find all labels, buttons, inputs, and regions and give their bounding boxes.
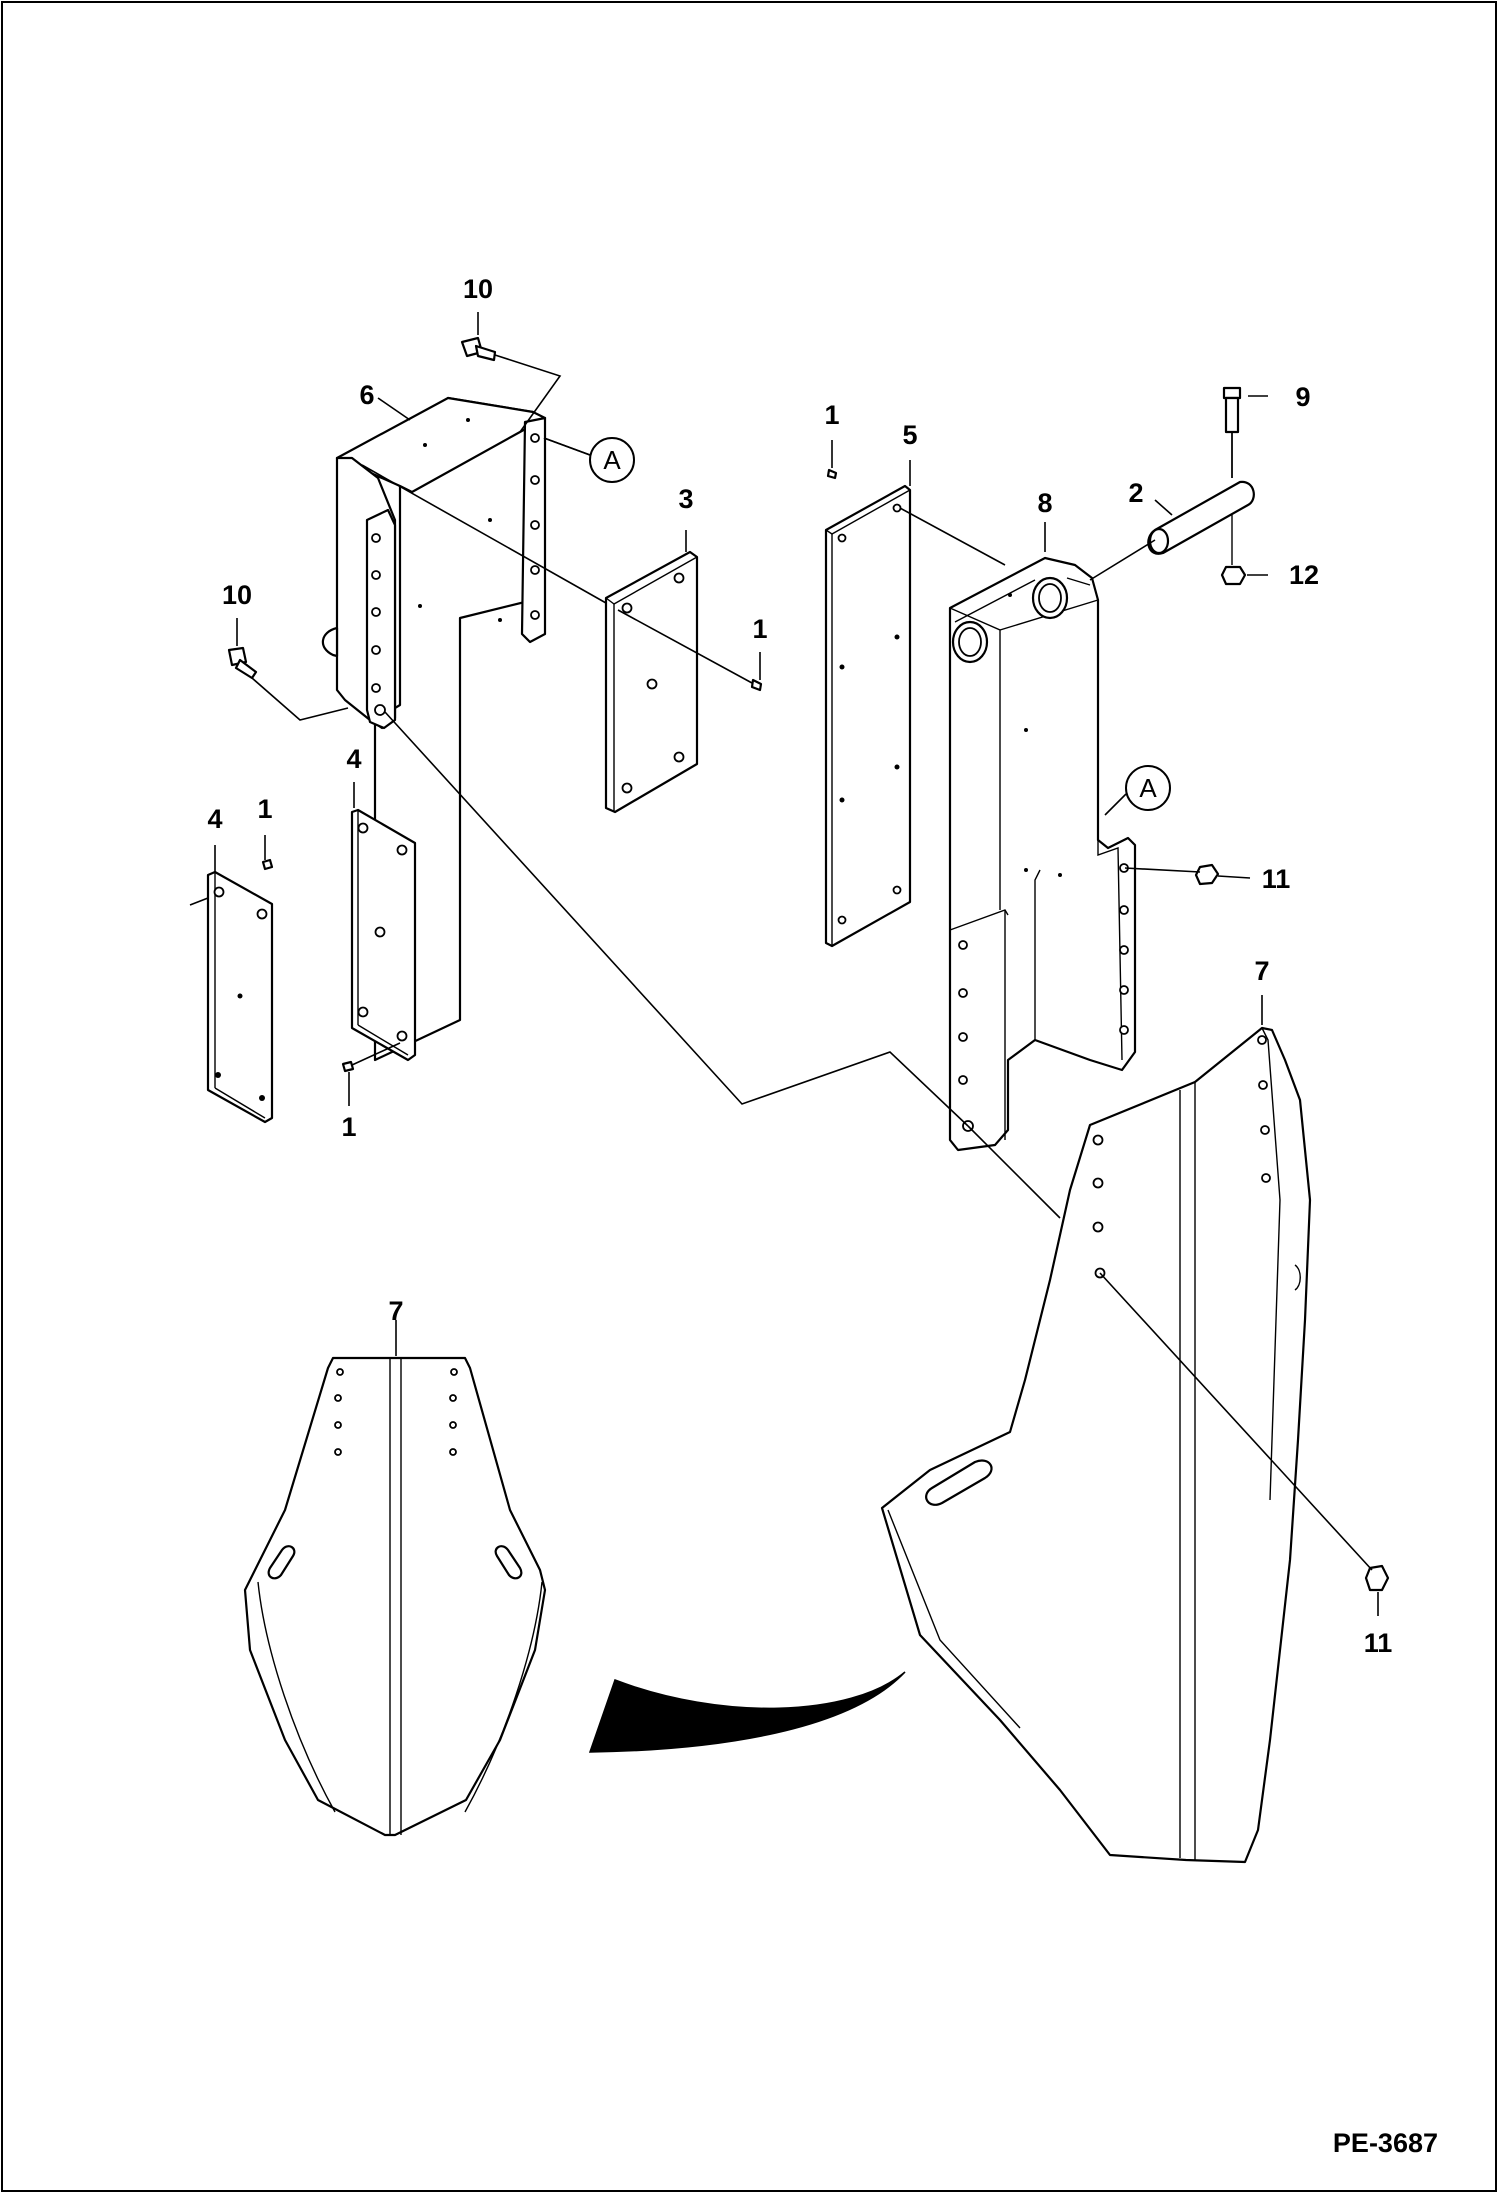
callout-5: 5 (902, 420, 917, 450)
reference-mark-a-upper-leader (543, 437, 591, 456)
part-7-guard-right (880, 1026, 1312, 1864)
part-5-plate (824, 484, 912, 948)
callout-4-left: 4 (207, 804, 222, 834)
callout-12: 12 (1289, 560, 1319, 590)
leader-lines (189, 312, 1379, 1616)
part-2-pin (1147, 480, 1255, 555)
callout-11-upper: 11 (1262, 864, 1291, 894)
part-11-nut-upper (1194, 863, 1220, 886)
part-4-plate-left (206, 870, 274, 1124)
part-3-plate (604, 550, 699, 814)
callout-1-plate5: 1 (824, 400, 839, 430)
reference-mark-a-lower-label: A (1139, 773, 1157, 803)
callout-8: 8 (1037, 488, 1052, 518)
part-7-guard-left (243, 1356, 547, 1837)
part-4-plate-middle (350, 808, 417, 1062)
callout-3: 3 (678, 484, 693, 514)
callout-7-left: 7 (388, 1296, 403, 1326)
callout-2: 2 (1128, 478, 1143, 508)
view-transition-arrow (588, 1671, 906, 1753)
callout-9: 9 (1295, 382, 1310, 412)
callout-4-middle: 4 (346, 744, 361, 774)
callout-1-bottom: 1 (341, 1112, 356, 1142)
part-10-bolt-top (460, 336, 497, 362)
part-8-arm (948, 556, 1137, 1152)
reference-mark-a-upper: A (589, 437, 635, 483)
callout-1-left: 1 (257, 794, 272, 824)
drawing-id: PE-3687 (1333, 2128, 1438, 2158)
callout-7-right: 7 (1254, 956, 1269, 986)
part-1-screw-left (261, 858, 274, 871)
part-12-nut (1220, 515, 1247, 586)
callout-10-top: 10 (463, 274, 493, 304)
part-1-screw-plate3 (750, 678, 763, 692)
reference-mark-a-lower-leader (1104, 793, 1127, 816)
callout-1-plate3: 1 (752, 614, 767, 644)
reference-mark-a-lower: A (1125, 765, 1171, 811)
part-10-bolt-left (227, 646, 258, 680)
part-1-screw-bottom (341, 1060, 355, 1073)
reference-mark-a-upper-label: A (603, 445, 621, 475)
callout-10-left: 10 (222, 580, 252, 610)
callout-6: 6 (359, 380, 374, 410)
part-1-screw-plate5 (826, 468, 838, 480)
callout-11-lower: 11 (1364, 1628, 1393, 1658)
part-11-nut-lower (1364, 1564, 1390, 1592)
